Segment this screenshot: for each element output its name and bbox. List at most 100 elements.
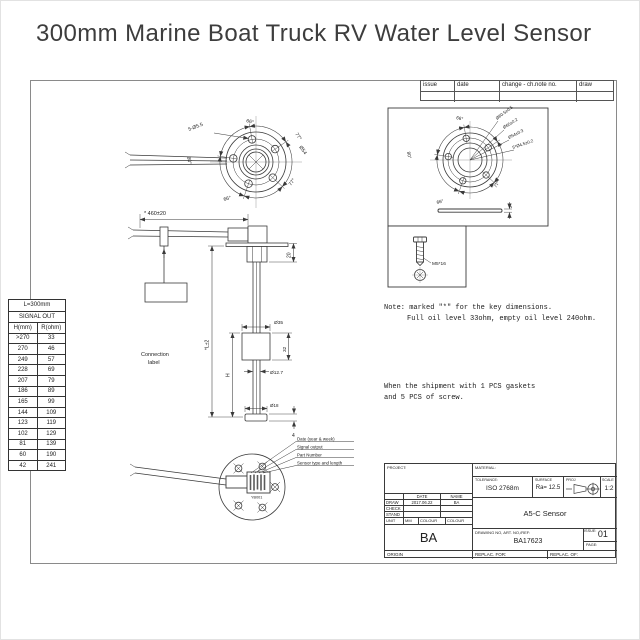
bolt-hole (482, 171, 490, 179)
h-value: 228 (8, 364, 38, 376)
draw-date: 2017.06.22 (404, 500, 441, 506)
float (241, 332, 271, 361)
angle-label: 66° (456, 115, 464, 121)
r-value: 139 (36, 438, 66, 451)
length-header: L=300mm (8, 299, 66, 312)
material-label: MATERIAL: (475, 465, 496, 470)
r-value: 129 (36, 427, 66, 440)
h-value: 42 (8, 459, 38, 472)
bolt-hole (270, 144, 280, 154)
r-value: 89 (36, 385, 66, 398)
h-value: 102 (8, 427, 38, 440)
issue-table: issue date change - ch.note no. draw (420, 80, 614, 103)
angle-label: 77° (293, 132, 302, 142)
h-value: 123 (8, 417, 38, 429)
plate-code: YB001 (251, 496, 262, 500)
screw-shaft (416, 241, 424, 263)
h-value: 186 (8, 385, 38, 398)
draw-row-label: DRAW (385, 500, 404, 506)
note-line: Full oil level 33ohm, empty oil level 24… (407, 315, 596, 323)
col-r: R(ohm) (36, 322, 66, 334)
note-line: Note: marked "*" for the key dimensions. (384, 304, 552, 312)
dim-label: 5*Ø4.5±0.2 (512, 138, 535, 150)
drawing-no: BA17623 (513, 538, 543, 545)
angle-label: 80° (185, 156, 192, 165)
strain-relief (159, 226, 169, 247)
side-view: * 460±20 (127, 211, 297, 439)
check-name (441, 506, 473, 512)
angle-label: 66° (436, 198, 444, 205)
issue-label: ISSUE: (584, 529, 597, 533)
projection-symbol-icon (565, 482, 599, 496)
project-label: PROJECT: (387, 465, 407, 470)
r-value: 109 (36, 406, 66, 419)
angle-label: 77° (493, 180, 501, 189)
connection-label-tag (144, 282, 188, 303)
r-value: 46 (36, 343, 66, 355)
angle-label: 66° (223, 195, 232, 203)
dim-label: Ø54 (297, 145, 307, 156)
check-date (404, 506, 441, 512)
replace-of-label: REPLAC. OF: (550, 552, 579, 557)
col-h: H(mm) (8, 322, 38, 334)
issue-cell-empty (421, 92, 454, 103)
unit-label: UNIT (385, 518, 404, 525)
name-grid-blank (385, 494, 404, 500)
dim-label: 32 (282, 346, 288, 352)
stand-name (441, 512, 473, 518)
bolt-hole (268, 173, 277, 182)
stand-date (404, 512, 441, 518)
note-line: and 5 PCS of screw. (384, 394, 464, 402)
h-value: 270 (8, 343, 38, 355)
dim-label: Ø12.7 (270, 370, 283, 376)
r-value: 79 (36, 374, 66, 387)
draw-header: draw (576, 81, 613, 92)
r-value: 119 (36, 417, 66, 429)
tolerance-label: TOLERANCE: (475, 478, 498, 482)
name-col-header: NAME (441, 494, 473, 500)
dim-label: 2 (508, 205, 513, 208)
callout-label: Signal output (297, 445, 323, 450)
dim-label: * 460±20 (144, 211, 166, 217)
h-value: 249 (8, 353, 38, 366)
h-value: >270 (8, 332, 38, 345)
dim-label: Ø18 (270, 403, 279, 408)
flange-plate (225, 242, 289, 247)
end-cap (244, 413, 268, 422)
screw-hole (257, 502, 268, 513)
h-value: 165 (8, 396, 38, 408)
r-value: 99 (36, 396, 66, 408)
connection-label-text: Connection (141, 352, 169, 358)
h-value: 144 (8, 406, 38, 419)
issue-value: 01 (597, 529, 608, 539)
approved-initials: BA (385, 525, 473, 551)
change-header: change - ch.note no. (499, 81, 576, 92)
draw-name: BA (441, 500, 473, 506)
colour-label: COLOUR (419, 518, 446, 525)
colour-value: COLOUR (446, 518, 473, 525)
screw-hole (233, 463, 244, 474)
note-line: When the shipment with 1 PCS gaskets (384, 383, 535, 391)
page-title: 300mm Marine Boat Truck RV Water Level S… (36, 20, 592, 47)
origin-label: ORIGIN (385, 551, 473, 559)
callout-label: Sensor type and length (297, 461, 343, 466)
angle-label: 80° (406, 151, 412, 159)
h-value: 207 (8, 374, 38, 387)
drawing-no-label: DRAWING NO, ART. NO,/REF: (475, 530, 531, 535)
cable-connector (227, 227, 249, 242)
page-label: PAGE: (584, 542, 617, 551)
tolerance-value: ISO 2768m (486, 484, 519, 492)
scale-label: SCALE (602, 478, 614, 482)
dim-label: *L±2 (205, 340, 211, 350)
